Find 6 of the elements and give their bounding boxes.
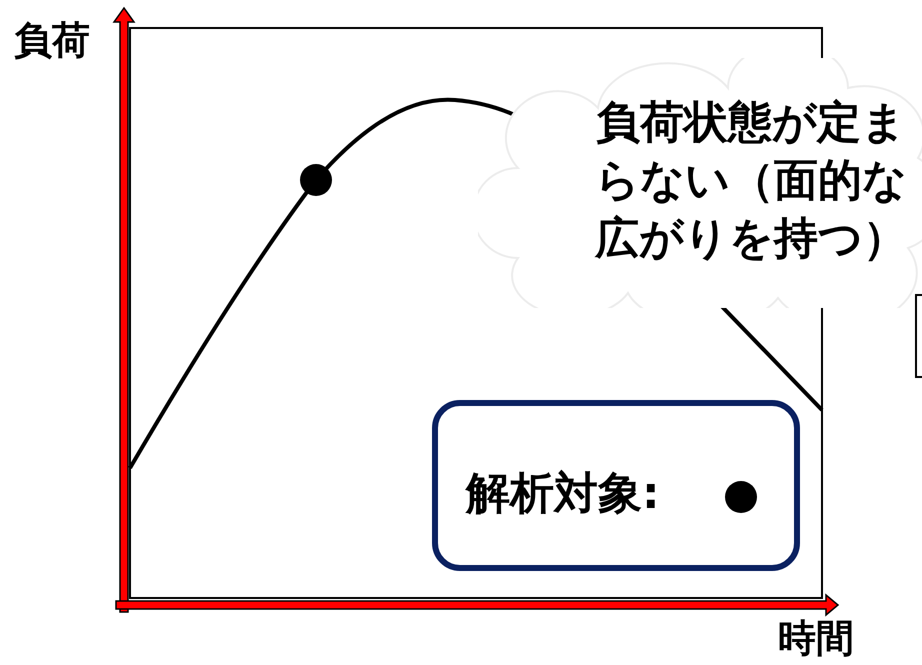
axis-label: 時間 xyxy=(778,616,854,660)
legend-box xyxy=(432,400,800,571)
cloud-text: 負荷状態が定まらない（面的な広がりを持つ） xyxy=(594,96,908,266)
axis-label: 負荷 xyxy=(14,18,90,62)
legend-text: 解析対象: xyxy=(466,468,660,520)
thought-cloud xyxy=(478,58,922,308)
